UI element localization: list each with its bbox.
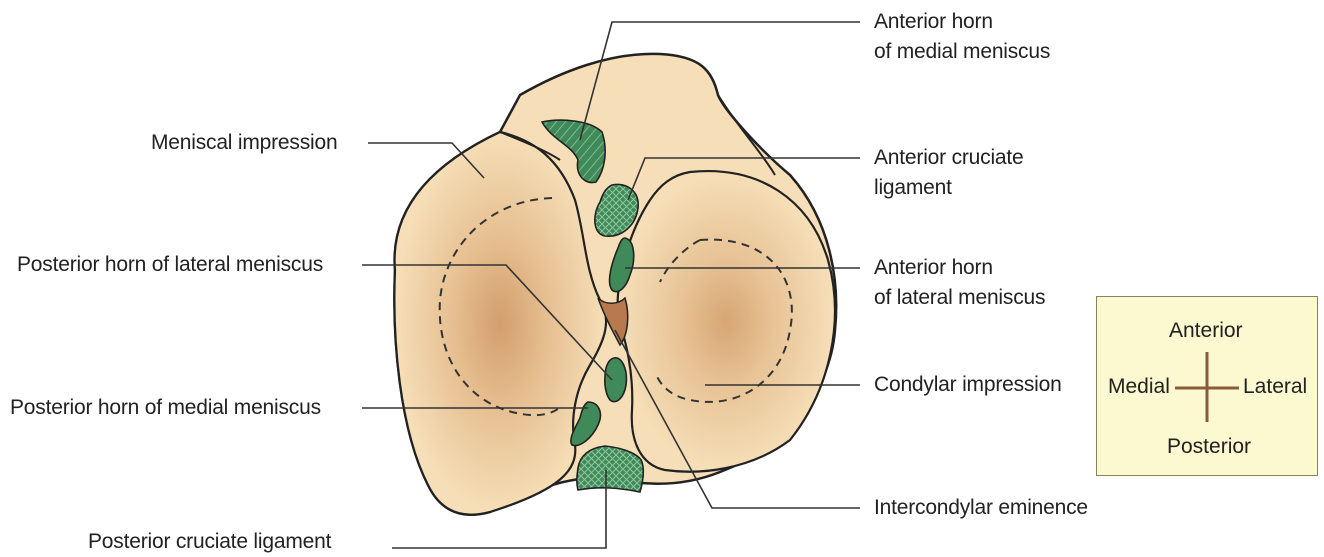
label-posterior-cruciate-ligament: Posterior cruciate ligament <box>88 527 331 557</box>
label-anterior-cruciate-ligament: Anterior cruciate ligament <box>874 143 1024 203</box>
posterior-horn-lateral-meniscus-shape <box>605 358 627 402</box>
posterior-cruciate-ligament-shape <box>577 446 643 492</box>
label-posterior-horn-medial-meniscus: Posterior horn of medial meniscus <box>10 393 321 423</box>
label-anterior-horn-medial-meniscus: Anterior horn of medial meniscus <box>874 7 1050 67</box>
legend-cross-icon <box>1097 297 1319 477</box>
orientation-legend: Anterior Medial Lateral Posterior <box>1096 296 1318 476</box>
label-posterior-horn-lateral-meniscus: Posterior horn of lateral meniscus <box>17 250 323 280</box>
label-anterior-horn-lateral-meniscus: Anterior horn of lateral meniscus <box>874 253 1045 313</box>
lateral-condylar-area <box>618 171 835 472</box>
label-intercondylar-eminence: Intercondylar eminence <box>874 493 1088 523</box>
label-condylar-impression: Condylar impression <box>874 370 1062 400</box>
label-meniscal-impression: Meniscal impression <box>151 128 337 158</box>
